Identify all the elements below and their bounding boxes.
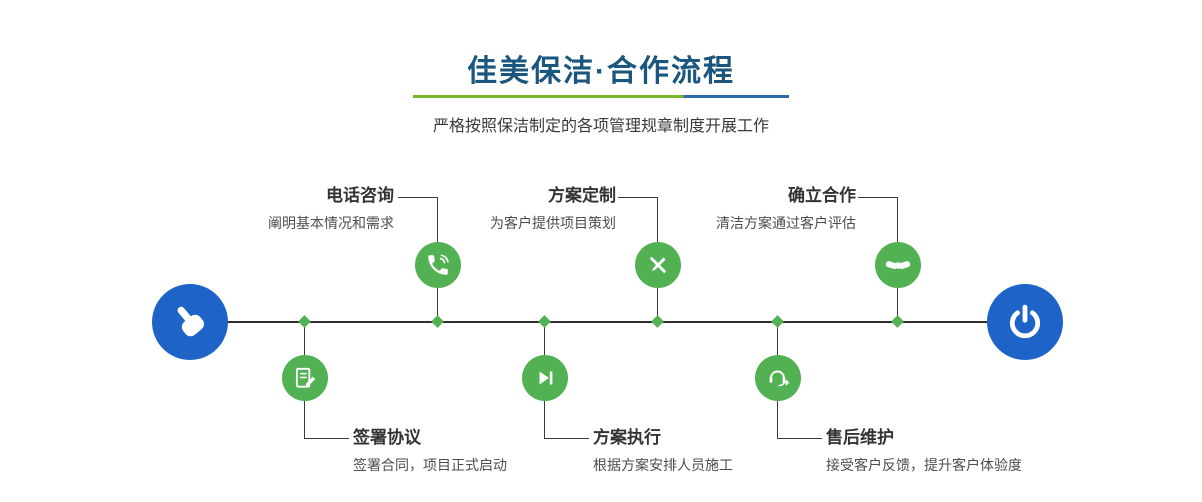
- timeline-start-node: [152, 284, 228, 360]
- pencil-ruler-icon: [649, 256, 667, 274]
- aftersale-step-circle: [755, 355, 801, 401]
- connector-line: [437, 197, 438, 243]
- execute-step-circle: [522, 355, 568, 401]
- step-label: 电话咨询: [326, 186, 394, 205]
- step-plan-execute: 方案执行 根据方案安排人员施工: [593, 428, 733, 474]
- phone-step-circle: [415, 242, 461, 288]
- step-label: 方案执行: [593, 428, 661, 447]
- connector-line: [777, 401, 778, 438]
- step-aftersale-maintain: 售后维护 接受客户反馈，提升客户体验度: [826, 428, 1022, 474]
- step-desc: 接受客户反馈，提升客户体验度: [826, 457, 1022, 473]
- step-label: 售后维护: [826, 428, 894, 447]
- connector-line: [398, 197, 438, 198]
- timeline-node-diamond: [431, 315, 444, 328]
- connector-line: [777, 322, 778, 355]
- title-divider: [413, 95, 789, 98]
- timeline-end-node: [987, 284, 1063, 360]
- step-label: 确立合作: [788, 186, 856, 205]
- play-icon: [539, 371, 553, 385]
- design-step-circle: [635, 242, 681, 288]
- phone-icon: [428, 254, 449, 275]
- contract-icon: [295, 367, 316, 388]
- connector-line: [777, 438, 822, 439]
- timeline-node-diamond: [298, 315, 311, 328]
- step-plan-design: 方案定制 为客户提供项目策划: [490, 186, 616, 232]
- pointing-hand-icon: [177, 306, 205, 337]
- connector-line: [657, 197, 658, 243]
- connector-line: [618, 197, 658, 198]
- timeline-node-diamond: [891, 315, 904, 328]
- connector-line: [897, 197, 898, 243]
- timeline-node-diamond: [651, 315, 664, 328]
- connector-line: [437, 288, 438, 322]
- step-label: 签署协议: [353, 428, 421, 447]
- timeline-line: [190, 321, 1025, 323]
- step-desc: 阐明基本情况和需求: [268, 215, 394, 231]
- connector-line: [897, 288, 898, 322]
- page-subtitle: 严格按照保洁制定的各项管理规章制度开展工作: [432, 118, 769, 135]
- step-phone-consult: 电话咨询 阐明基本情况和需求: [268, 186, 394, 232]
- timeline-node-diamond: [538, 315, 551, 328]
- connector-line: [657, 288, 658, 322]
- handshake-icon: [885, 261, 911, 270]
- connector-line: [544, 401, 545, 438]
- step-sign-agreement: 签署协议 签署合同，项目正式启动: [353, 428, 507, 474]
- connector-line: [858, 197, 898, 198]
- step-desc: 清洁方案通过客户评估: [716, 215, 856, 231]
- step-label: 方案定制: [548, 186, 616, 205]
- connector-line: [544, 322, 545, 355]
- step-desc: 为客户提供项目策划: [490, 215, 616, 231]
- step-establish-cooperation: 确立合作 清洁方案通过客户评估: [716, 186, 856, 232]
- contract-step-circle: [282, 355, 328, 401]
- step-desc: 签署合同，项目正式启动: [353, 457, 507, 473]
- headset-icon: [769, 370, 790, 387]
- timeline-node-diamond: [771, 315, 784, 328]
- connector-line: [304, 401, 305, 438]
- step-desc: 根据方案安排人员施工: [593, 457, 733, 473]
- connector-line: [304, 438, 349, 439]
- connector-line: [304, 322, 305, 355]
- page-title: 佳美保洁·合作流程: [467, 55, 735, 88]
- power-icon: [1009, 304, 1041, 339]
- connector-line: [544, 438, 589, 439]
- cooperation-step-circle: [875, 242, 921, 288]
